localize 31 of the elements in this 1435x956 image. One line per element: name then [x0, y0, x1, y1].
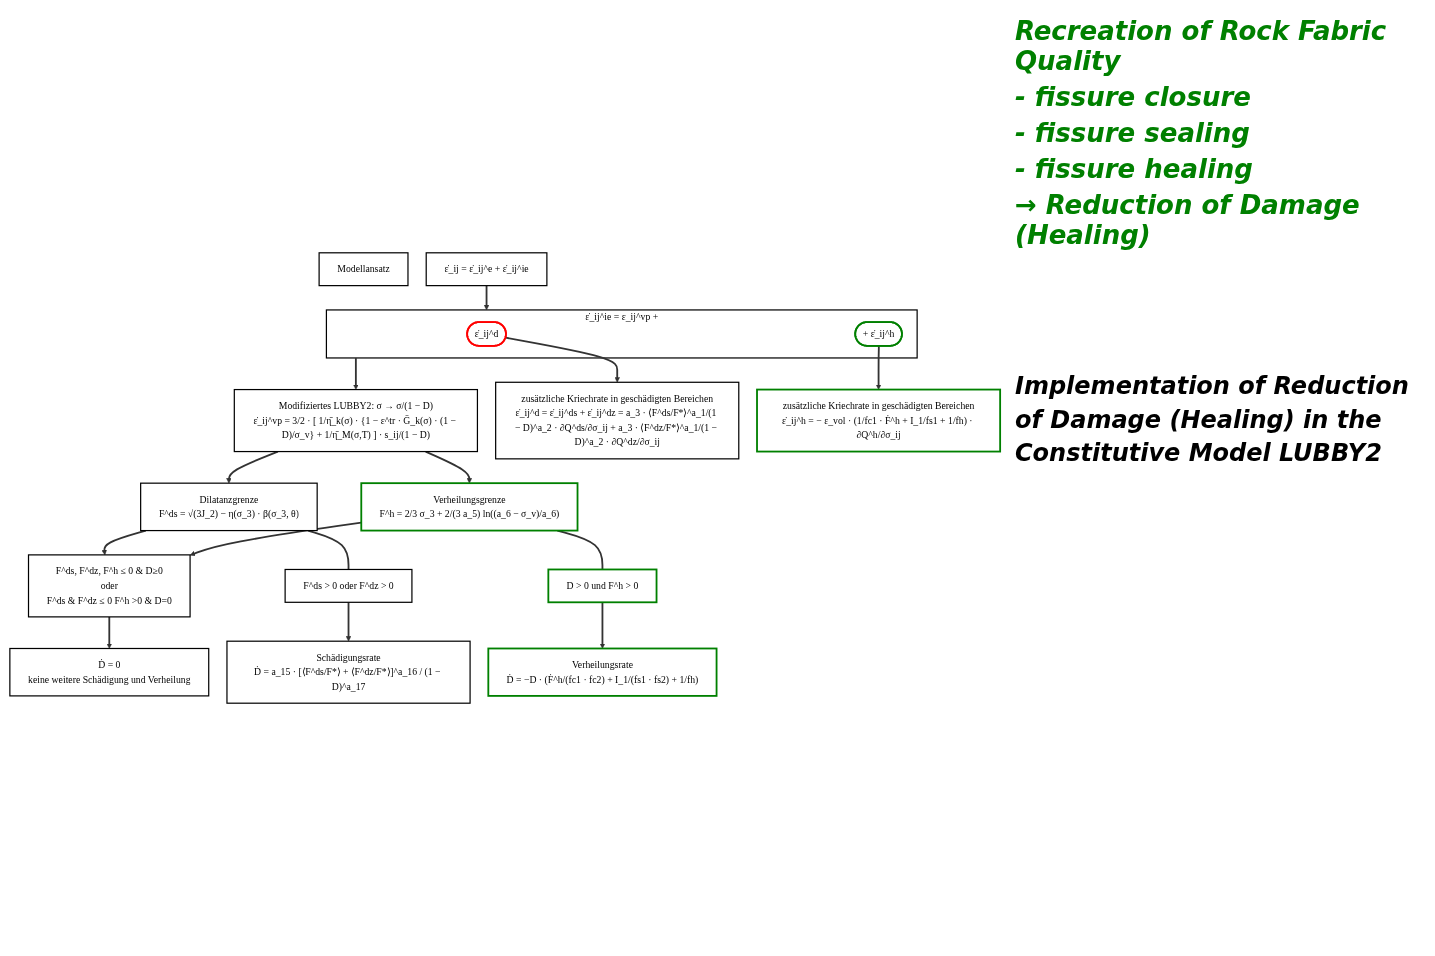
node-box: F^ds > 0 oder F^dz > 0 — [284, 568, 413, 603]
arrow — [101, 529, 147, 556]
node-box: Ḋ = 0 keine weitere Schädigung und Verheilung — [9, 647, 210, 697]
node-box: zusätzliche Kriechrate in geschädigten Bereichen ε̇_ij^d = ε̇_ij^ds + ε̇_ij^dz = a_3 · ⟨F^ds/F*⟩^a_1/(1 − D)^a_2 · ∂Q^ds/∂σ_ij + a_3 · ⟨F^dz/F*⟩^a_1/(1 − D)^a_2 · ∂Q^dz/∂σ_ij — [495, 381, 740, 460]
node-box: Modifiziertes LUBBY2: σ → σ/(1 − D) ε̇_ij^vp = 3/2 · [ 1/η̄_k(σ) · {1 − ε^tr · Ḡ_k(σ) · (1 − D)/σ_v} + 1/η̄_M(σ,T) ] · s_ij/(1 − D) — [233, 388, 479, 453]
note-text: → Reduction of Damage (Healing) — [1015, 190, 1361, 250]
note-text: - fissure sealing — [1015, 118, 1251, 148]
node-box: Verheilungsrate Ḋ = −D · (Ḟ^h/(fc1 · fc2) + I_1/(fs1 · fs2) + 1/fh) — [487, 647, 718, 697]
arrow — [345, 601, 352, 642]
node-box: Schädigungsrate Ḋ = a_15 · [⟨F^ds/F*⟩ + ⟨F^dz/F*⟩]^a_16 / (1 − D)^a_17 — [226, 640, 471, 704]
node-box: ε̇_ij = ε̇_ij^e + ε̇_ij^ie — [425, 252, 548, 287]
arrow — [106, 615, 112, 649]
note-text: Implementation of Reduction of Damage (Healing) in the Constitutive Model LUBBY2 — [1015, 371, 1410, 470]
arrow — [424, 450, 473, 484]
arrow — [353, 357, 359, 390]
note-text: - fissure healing — [1015, 154, 1254, 184]
note-text: - fissure closure — [1015, 82, 1252, 112]
arrow — [875, 345, 882, 390]
node-box: Verheilungsgrenze F^h = 2/3 σ_3 + 2/(3 a_5) ln((a_6 − σ_v)/a_6) — [360, 482, 579, 532]
node-box: Dilatanzgrenze F^ds = √(3J_2) − η(σ_3) · β(σ_3, θ) — [140, 482, 318, 532]
node-box: Modellansatz — [318, 252, 409, 287]
node-box: F^ds, F^dz, F^h ≤ 0 & D≥0 oder F^ds & F^dz ≤ 0 F^h >0 & D=0 — [27, 554, 191, 618]
connector — [556, 529, 604, 571]
arrow — [226, 450, 279, 484]
node-box: D > 0 und F^h > 0 — [547, 568, 658, 604]
node-box: zusätzliche Kriechrate in geschädigten Bereichen ε̇_ij^h = − ε_vol · (1/fc1 · Ḟ^h + I_1/fs1 + 1/fh) · ∂Q^h/∂σ_ij — [756, 388, 1002, 453]
arrow — [599, 601, 606, 649]
arrow — [483, 284, 490, 311]
connector — [307, 529, 350, 571]
note-text: Recreation of Rock Fabric Quality — [1015, 16, 1388, 76]
arrow — [504, 336, 620, 383]
